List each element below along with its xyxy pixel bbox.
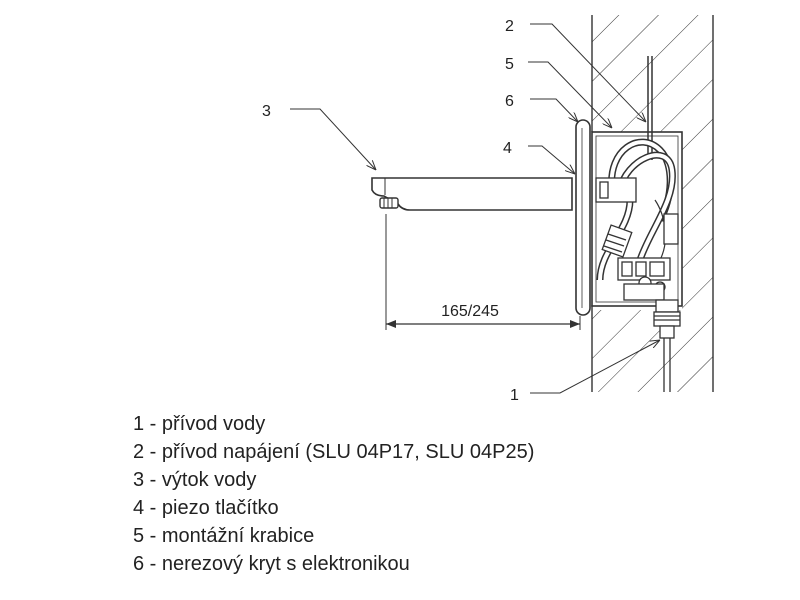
legend-item-stainless-cover: 6 - nerezový kryt s elektronikou [133, 553, 410, 575]
callout-4: 4 [503, 140, 512, 157]
callout-2: 2 [505, 18, 514, 35]
valve-electronics [595, 177, 679, 301]
legend-item-mounting-box: 5 - montážní krabice [133, 525, 315, 547]
callout-3: 3 [262, 103, 271, 120]
legend: 1 - přívod vody 2 - přívod napájení (SLU… [133, 410, 534, 578]
installation-diagram: 165/245 2 5 6 4 3 1 [262, 15, 714, 400]
legend-item-water-supply: 1 - přívod vody [133, 413, 266, 435]
legend-item-power-supply: 2 - přívod napájení (SLU 04P17, SLU 04P2… [133, 441, 535, 463]
leader-lines [290, 23, 660, 394]
dimension-line: 165/245 [385, 214, 581, 330]
callout-5: 5 [505, 56, 514, 73]
legend-item-spout: 3 - výtok vody [133, 469, 257, 491]
stainless-cover [575, 119, 591, 316]
spout [371, 177, 573, 211]
water-inlet-pipe [653, 299, 681, 392]
callout-6: 6 [505, 93, 514, 110]
legend-item-piezo-button: 4 - piezo tlačítko [133, 497, 279, 519]
callout-1: 1 [510, 387, 519, 400]
dimension-label: 165/245 [441, 303, 499, 320]
